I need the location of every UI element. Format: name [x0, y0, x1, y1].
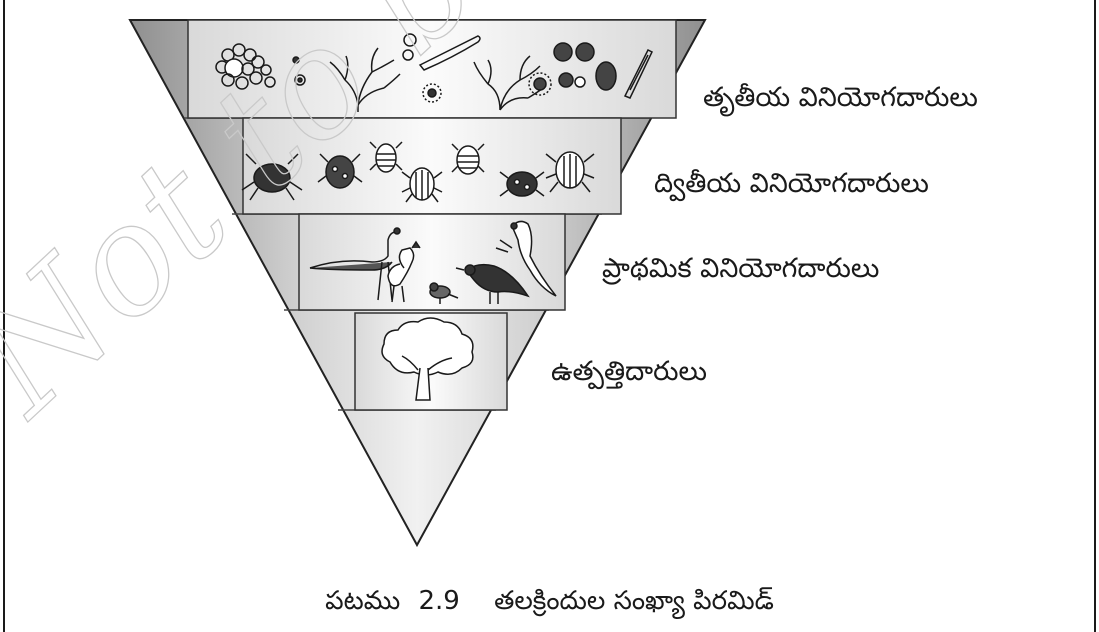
caption-prefix: పటము — [325, 586, 400, 616]
figure-caption: పటము 2.9 తలక్రిందుల సంఖ్యా పిరమిడ్ — [0, 586, 1099, 622]
caption-number: 2.9 — [418, 586, 459, 616]
label-producers: ఉత్పత్తిదారులు — [551, 356, 707, 394]
label-primary-consumers: ప్రాథమిక వినియోగదారులు — [602, 253, 879, 291]
caption-title: తలక్రిందుల సంఖ్యా పిరమిడ్ — [494, 586, 774, 616]
label-tertiary-consumers: తృతీయ వినియోగదారులు — [703, 82, 978, 120]
label-secondary-consumers: ద్వితీయ వినియోగదారులు — [654, 168, 929, 206]
